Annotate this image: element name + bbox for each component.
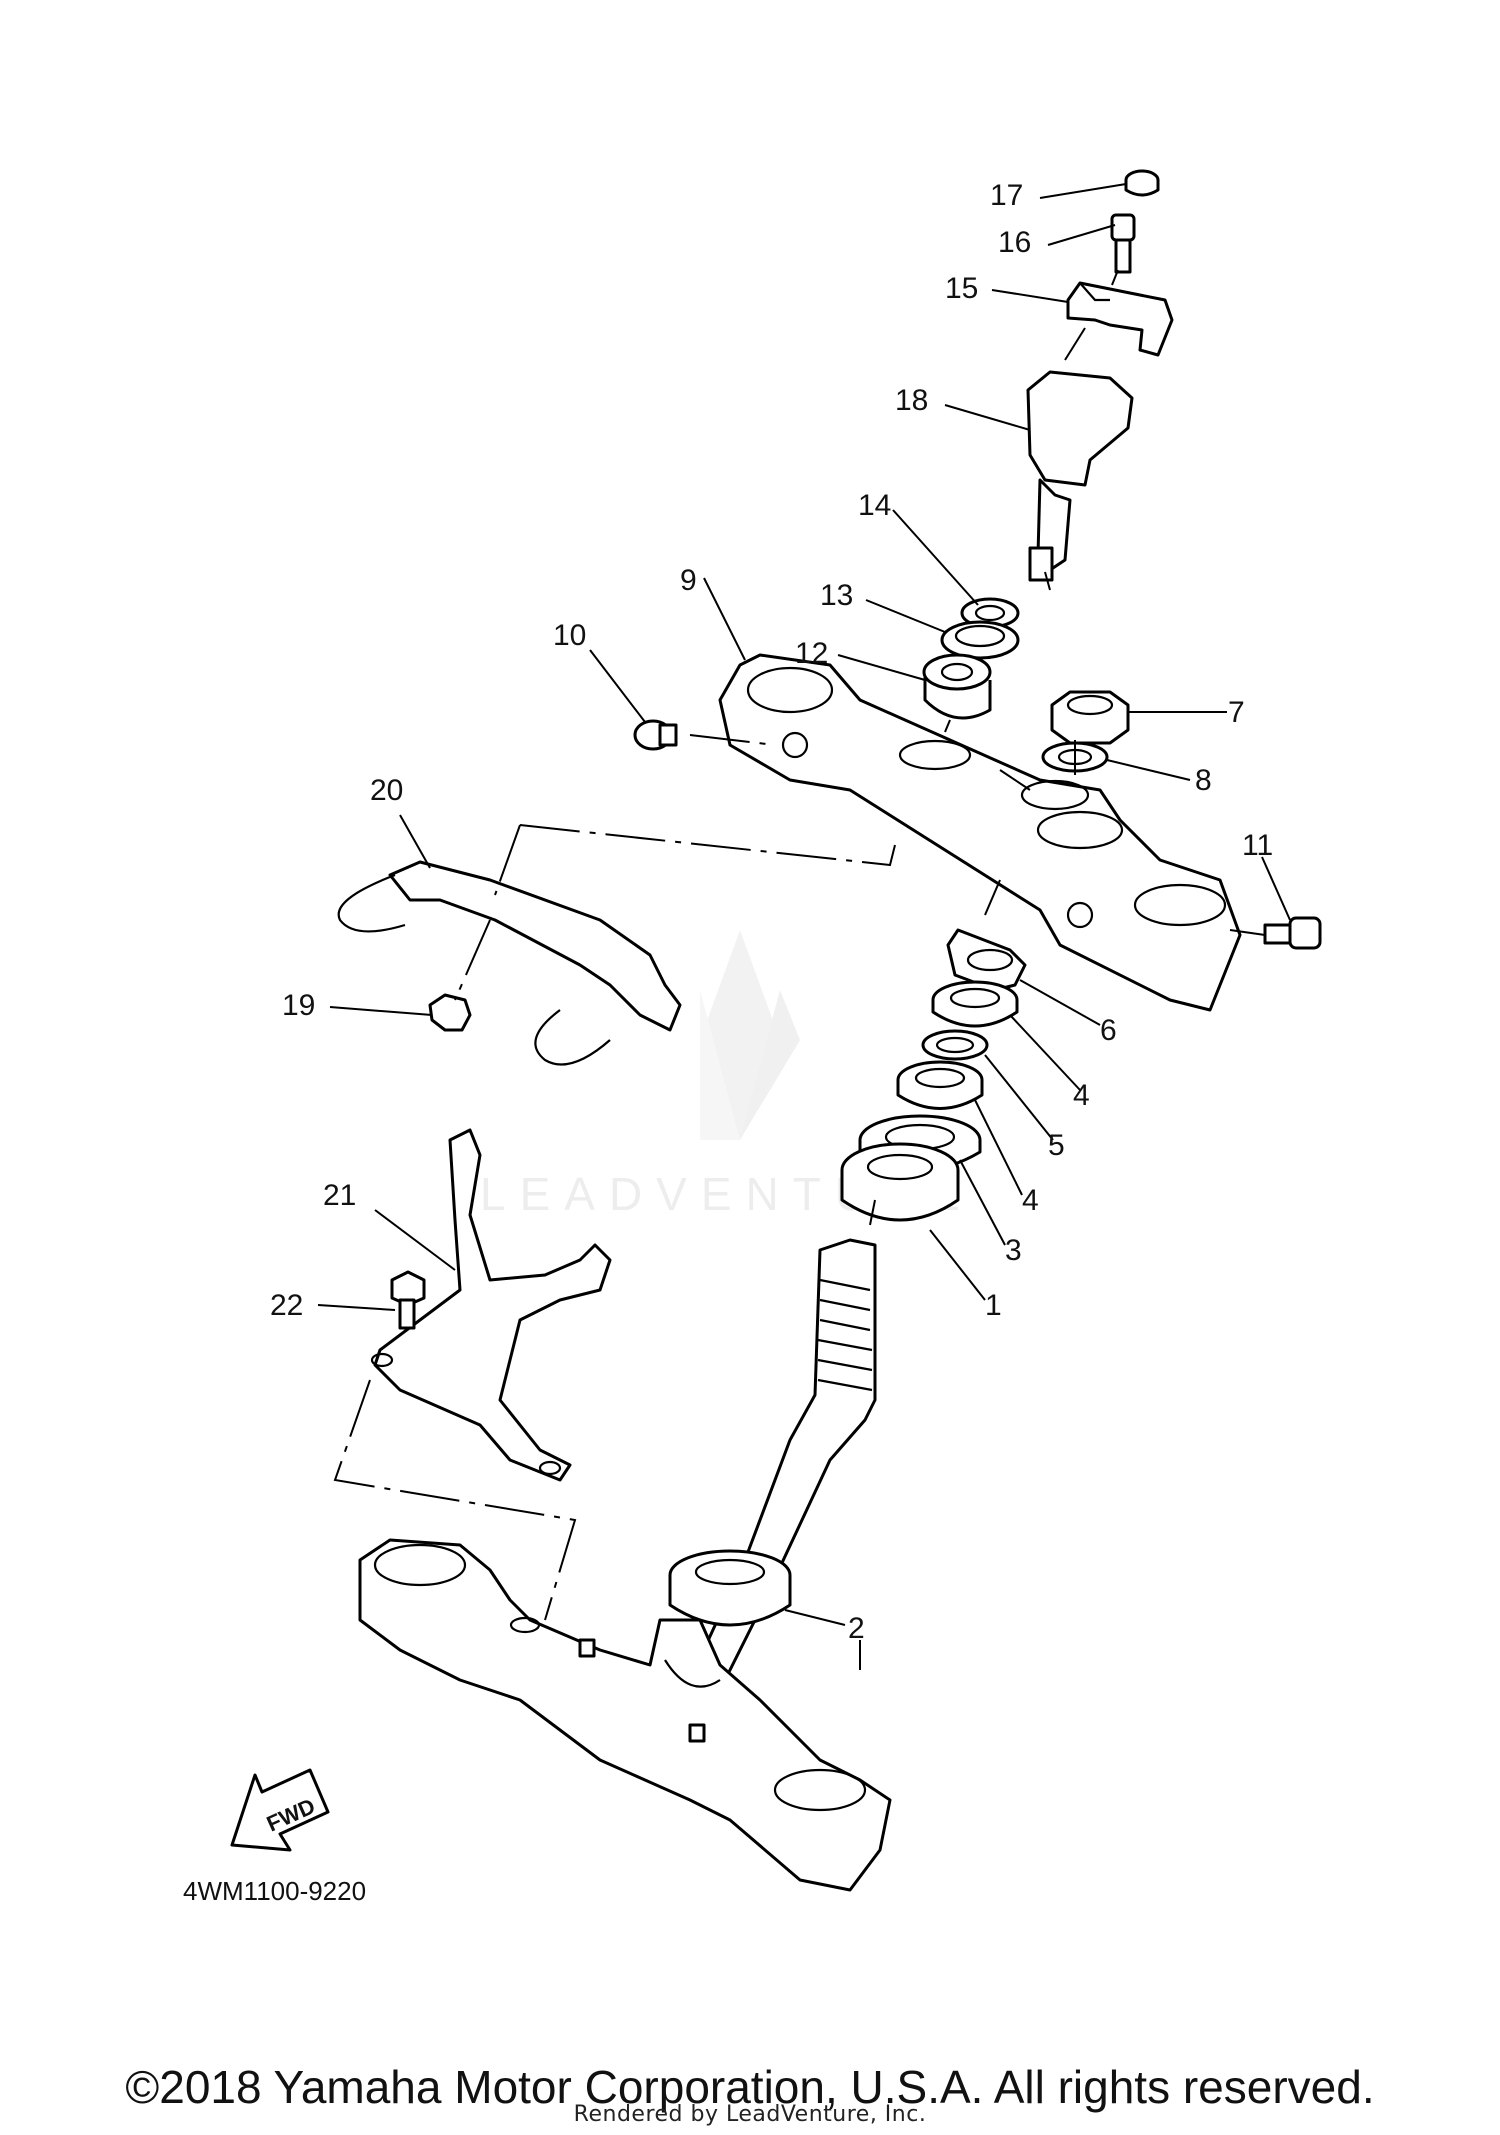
part-18-clamp-holder (1026, 370, 1134, 582)
callout-12: 12 (795, 637, 828, 670)
part-20-cable-guide (337, 860, 682, 1066)
callout-19: 19 (282, 989, 315, 1022)
part-10-plug (633, 719, 678, 751)
part-11-bolt (1263, 916, 1322, 950)
copyright-text: ©2018 Yamaha Motor Corporation, U.S.A. A… (125, 2061, 1375, 2113)
part-16-bolt (1110, 213, 1136, 274)
callout-8: 8 (1195, 764, 1212, 797)
part-4-ring-nut-upper (931, 980, 1019, 1028)
callout-1: 1 (985, 1289, 1002, 1322)
part-17-cap (1124, 169, 1160, 197)
callout-9: 9 (680, 564, 697, 597)
callout-7: 7 (1228, 696, 1245, 729)
part-15-clamp-cap (1066, 281, 1174, 357)
part-22-bolt (390, 1270, 426, 1330)
lower-bracket (358, 1538, 892, 1892)
callouts: 17 16 15 18 14 13 12 9 10 7 8 11 6 4 5 4… (270, 179, 1273, 1645)
callout-16: 16 (998, 226, 1031, 259)
part-12-bushing (922, 653, 992, 720)
part-4-ring-nut-lower (896, 1060, 984, 1110)
callout-4-lower: 4 (1022, 1184, 1039, 1217)
part-7-nut (1050, 690, 1130, 745)
part-6-lock-washer (946, 928, 1027, 992)
callout-5: 5 (1048, 1129, 1065, 1162)
callout-3: 3 (1005, 1234, 1022, 1267)
part-13-washer (940, 620, 1020, 660)
callout-4-upper: 4 (1073, 1079, 1090, 1112)
leader-lines (317, 183, 1291, 1626)
callout-10: 10 (553, 619, 586, 652)
callout-13: 13 (820, 579, 853, 612)
part-14-washer (960, 597, 1020, 629)
part-5-rubber-washer (921, 1029, 989, 1061)
part-21-stay (370, 1128, 612, 1482)
callout-18: 18 (895, 384, 928, 417)
callout-20: 20 (370, 774, 403, 807)
fwd-arrow-icon: FWD (230, 1768, 330, 1852)
phantom-lines (333, 269, 1266, 1670)
rendered-by-text: Rendered by LeadVenture, Inc. (573, 2102, 927, 2127)
callout-22: 22 (270, 1289, 303, 1322)
callout-6: 6 (1100, 1014, 1117, 1047)
callout-2: 2 (848, 1612, 865, 1645)
callout-11: 11 (1242, 829, 1273, 862)
part-9-upper-bracket (718, 653, 1242, 1012)
part-2-lower-bearing (668, 1549, 792, 1627)
part-1-bearing (840, 1142, 960, 1222)
callout-17: 17 (990, 179, 1023, 212)
diagram-code: 4WM1100-9220 (183, 1876, 366, 1906)
callout-15: 15 (945, 272, 978, 305)
callout-21: 21 (323, 1179, 356, 1212)
callout-14: 14 (858, 489, 891, 522)
part-19-nut (428, 993, 472, 1032)
